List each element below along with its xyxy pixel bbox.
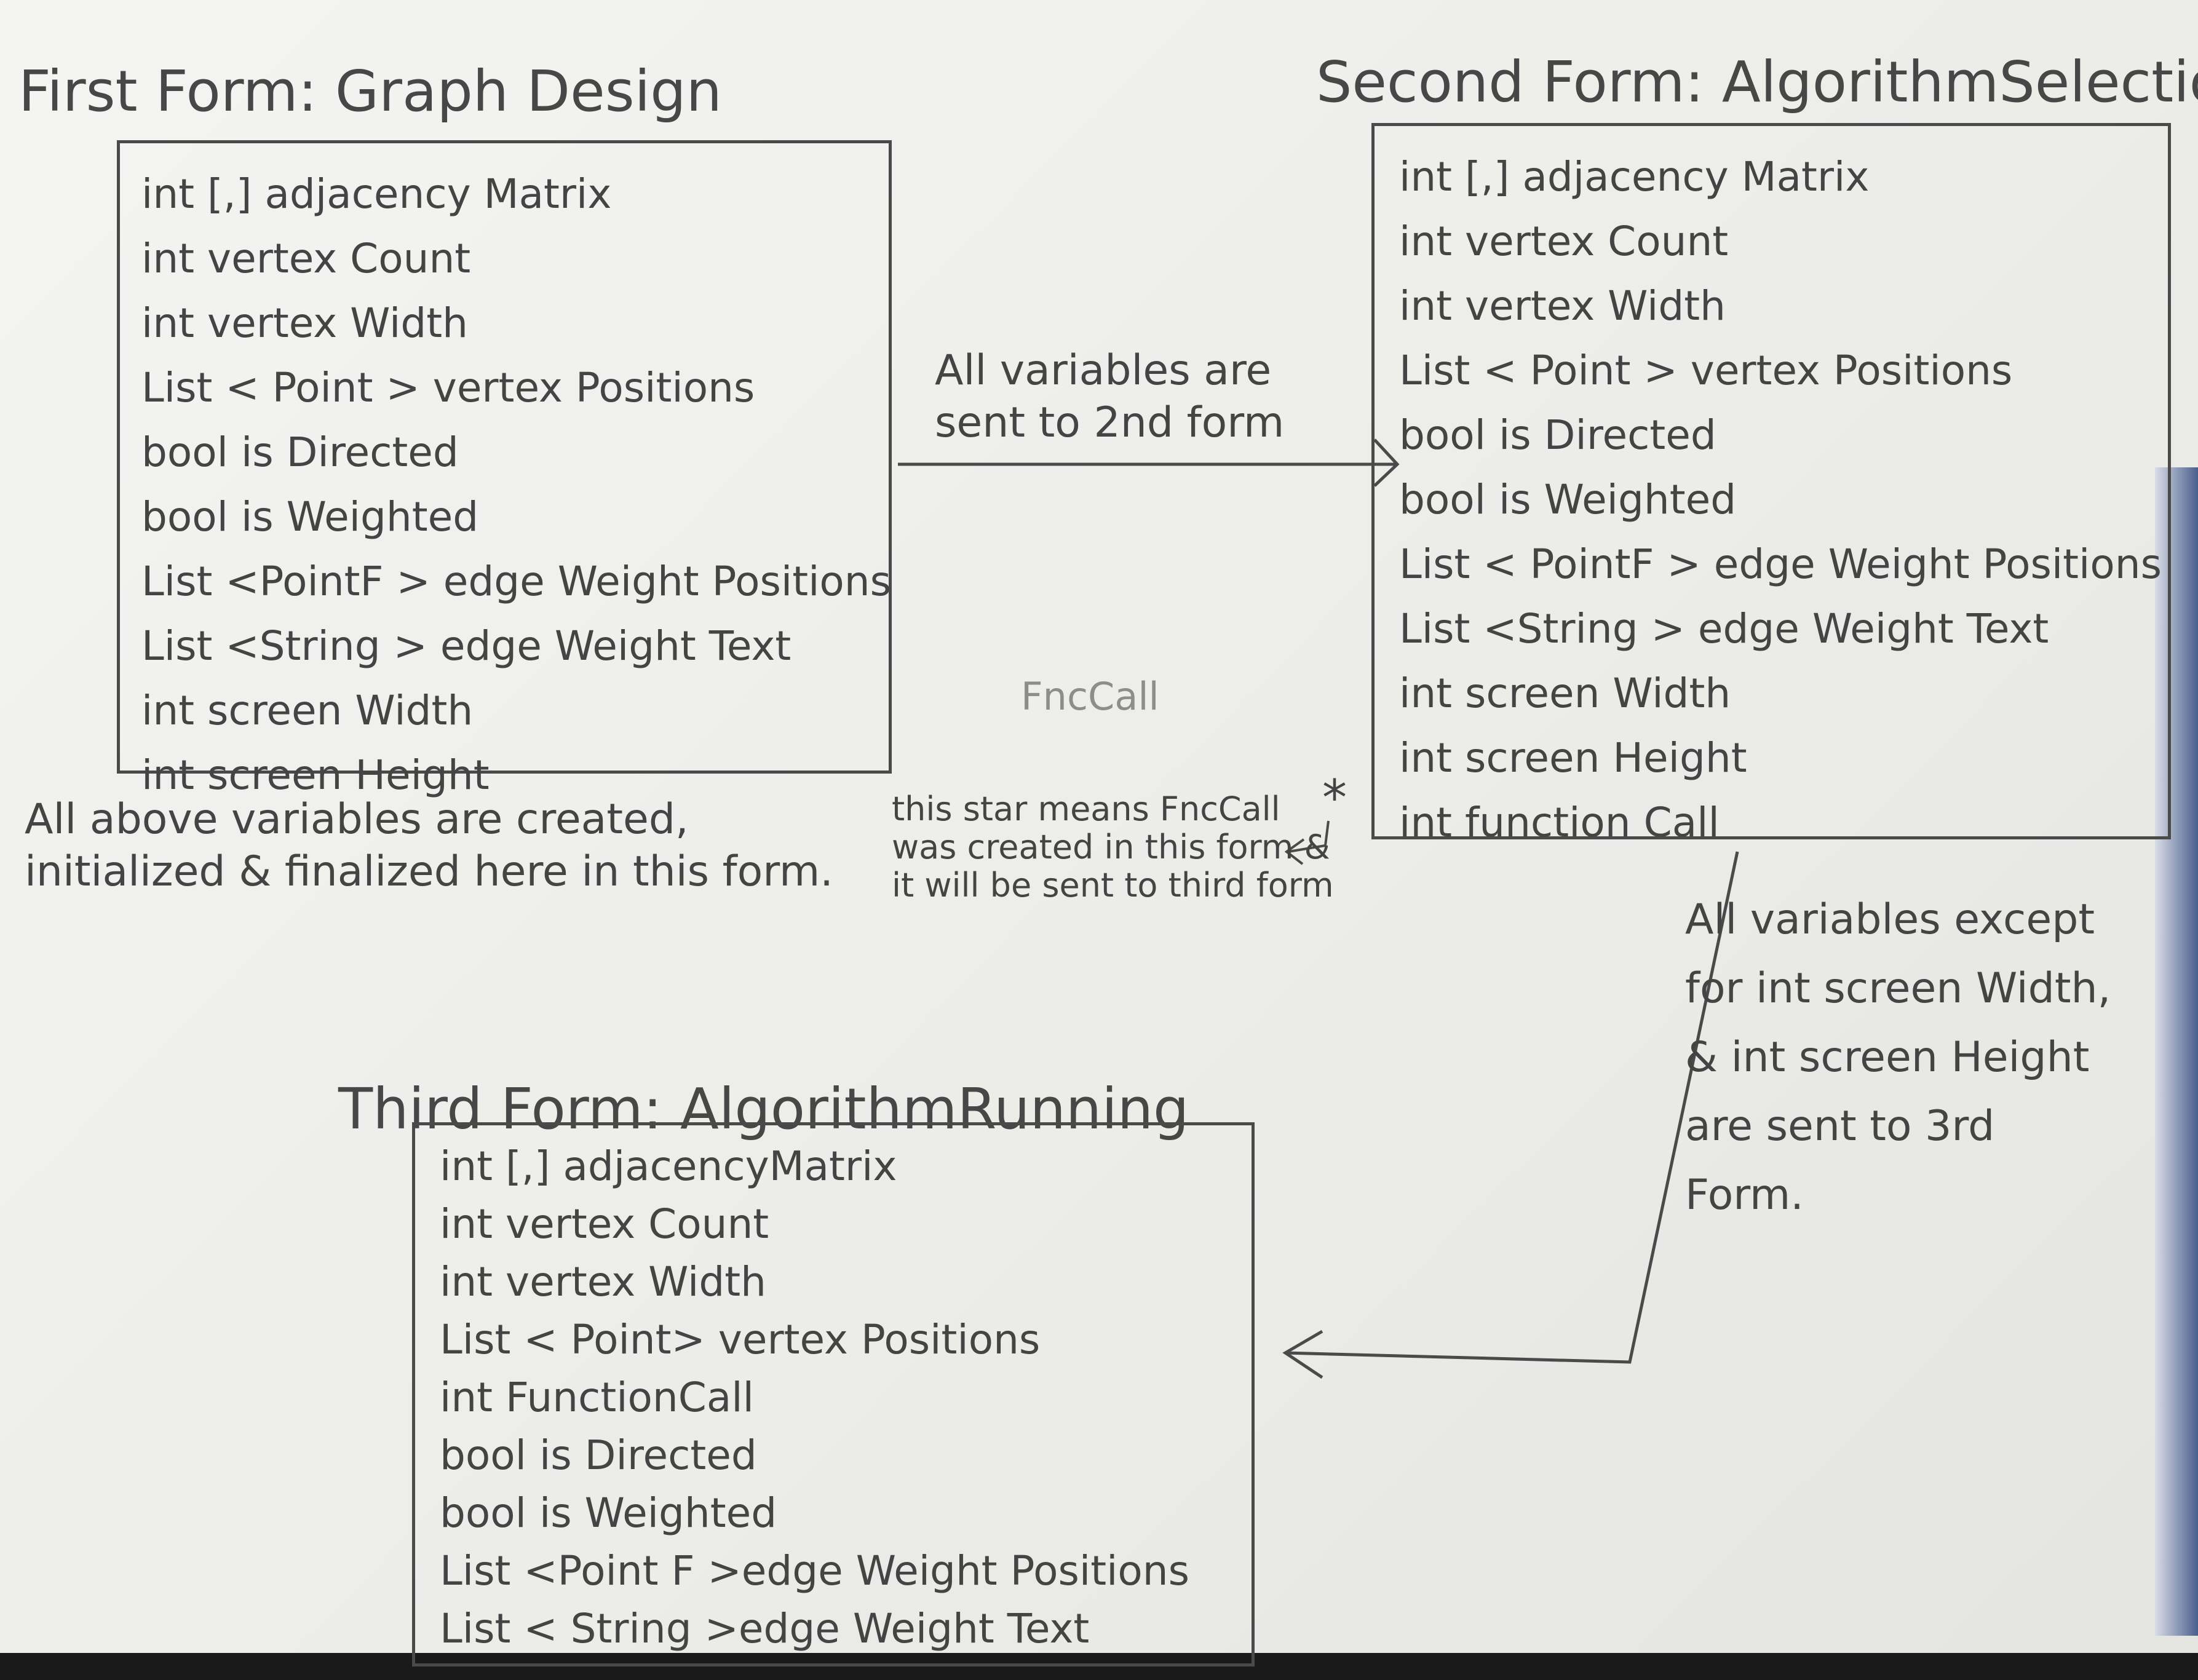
background-edge-right (2155, 467, 2198, 1636)
variable-screen-height: int screen Height (141, 751, 490, 799)
third-form-variable-list: int [,] adjacencyMatrix int vertex Count… (440, 1138, 1189, 1658)
variable-is-directed: bool is Directed (141, 429, 459, 476)
first-form-variable-list: int [,] adjacency Matrix int vertex Coun… (141, 162, 891, 807)
variable-edge-weight-positions: List <PointF > edge Weight Positions (141, 558, 892, 605)
variable-edge-weight-positions: List < PointF > edge Weight Positions (1399, 541, 2162, 588)
variable-vertex-width: int vertex Width (1399, 282, 1726, 330)
second-form-title: Second Form: AlgorithmSelection (1316, 49, 2198, 115)
variable-is-weighted: bool is Weighted (440, 1489, 777, 1537)
variable-is-directed: bool is Directed (440, 1432, 757, 1479)
star-marker: * (1322, 769, 1347, 826)
variable-edge-weight-positions: List <Point F >edge Weight Positions (440, 1547, 1190, 1595)
first-form-title: First Form: Graph Design (18, 58, 722, 124)
variable-edge-weight-text: List < String >edge Weight Text (440, 1605, 1090, 1652)
variable-adjacency-matrix: int [,] adjacency Matrix (141, 170, 612, 218)
variable-vertex-positions: List < Point > vertex Positions (141, 364, 755, 411)
variable-vertex-count: int vertex Count (440, 1200, 769, 1248)
variable-is-directed: bool is Directed (1399, 411, 1716, 459)
arrow-1-to-2-label: All variables are sent to 2nd form (935, 346, 1285, 447)
arrow-1-to-2-head (1373, 438, 1400, 487)
variable-vertex-width: int vertex Width (440, 1258, 766, 1306)
star-note-arrow (1288, 820, 1330, 853)
third-form-title: Third Form: AlgorithmRunning (338, 1076, 1189, 1142)
variable-is-weighted: bool is Weighted (1399, 476, 1737, 523)
variable-vertex-positions: List < Point > vertex Positions (1399, 347, 2013, 394)
variable-edge-weight-text: List <String > edge Weight Text (141, 622, 792, 670)
first-form-note: All above variables are created, initial… (25, 795, 833, 896)
arrow-2-to-3-line (1285, 851, 1739, 1364)
arrow-2-to-3-head (1282, 1329, 1323, 1379)
variable-adjacency-matrix: int [,] adjacency Matrix (1399, 153, 1870, 200)
variable-vertex-positions: List < Point> vertex Positions (440, 1316, 1041, 1363)
second-form-variable-list: int [,] adjacency Matrix int vertex Coun… (1399, 145, 2162, 855)
variable-function-call: int function Call (1399, 799, 1720, 846)
star-note-arrow-head (1284, 838, 1305, 865)
variable-screen-height: int screen Height (1399, 734, 1747, 782)
variable-function-call: int FunctionCall (440, 1374, 754, 1421)
arrow-2-to-3-label: All variables except for int screen Widt… (1685, 895, 2111, 1219)
variable-edge-weight-text: List <String > edge Weight Text (1399, 605, 2049, 652)
faint-fnccall-label: FncCall (1021, 674, 1159, 719)
background-edge-bottom (0, 1653, 2198, 1680)
second-form-box: int [,] adjacency Matrix int vertex Coun… (1371, 123, 2171, 846)
variable-screen-width: int screen Width (1399, 670, 1731, 717)
first-form-box: int [,] adjacency Matrix int vertex Coun… (117, 140, 892, 799)
variable-vertex-count: int vertex Count (141, 235, 471, 282)
variable-vertex-width: int vertex Width (141, 299, 468, 347)
variable-screen-width: int screen Width (141, 687, 474, 734)
variable-adjacency-matrix: int [,] adjacencyMatrix (440, 1143, 897, 1190)
star-note: this star means FncCall was created in t… (892, 790, 1334, 905)
variable-is-weighted: bool is Weighted (141, 493, 479, 541)
variable-vertex-count: int vertex Count (1399, 218, 1729, 265)
third-form-box: int [,] adjacencyMatrix int vertex Count… (412, 1122, 1255, 1666)
